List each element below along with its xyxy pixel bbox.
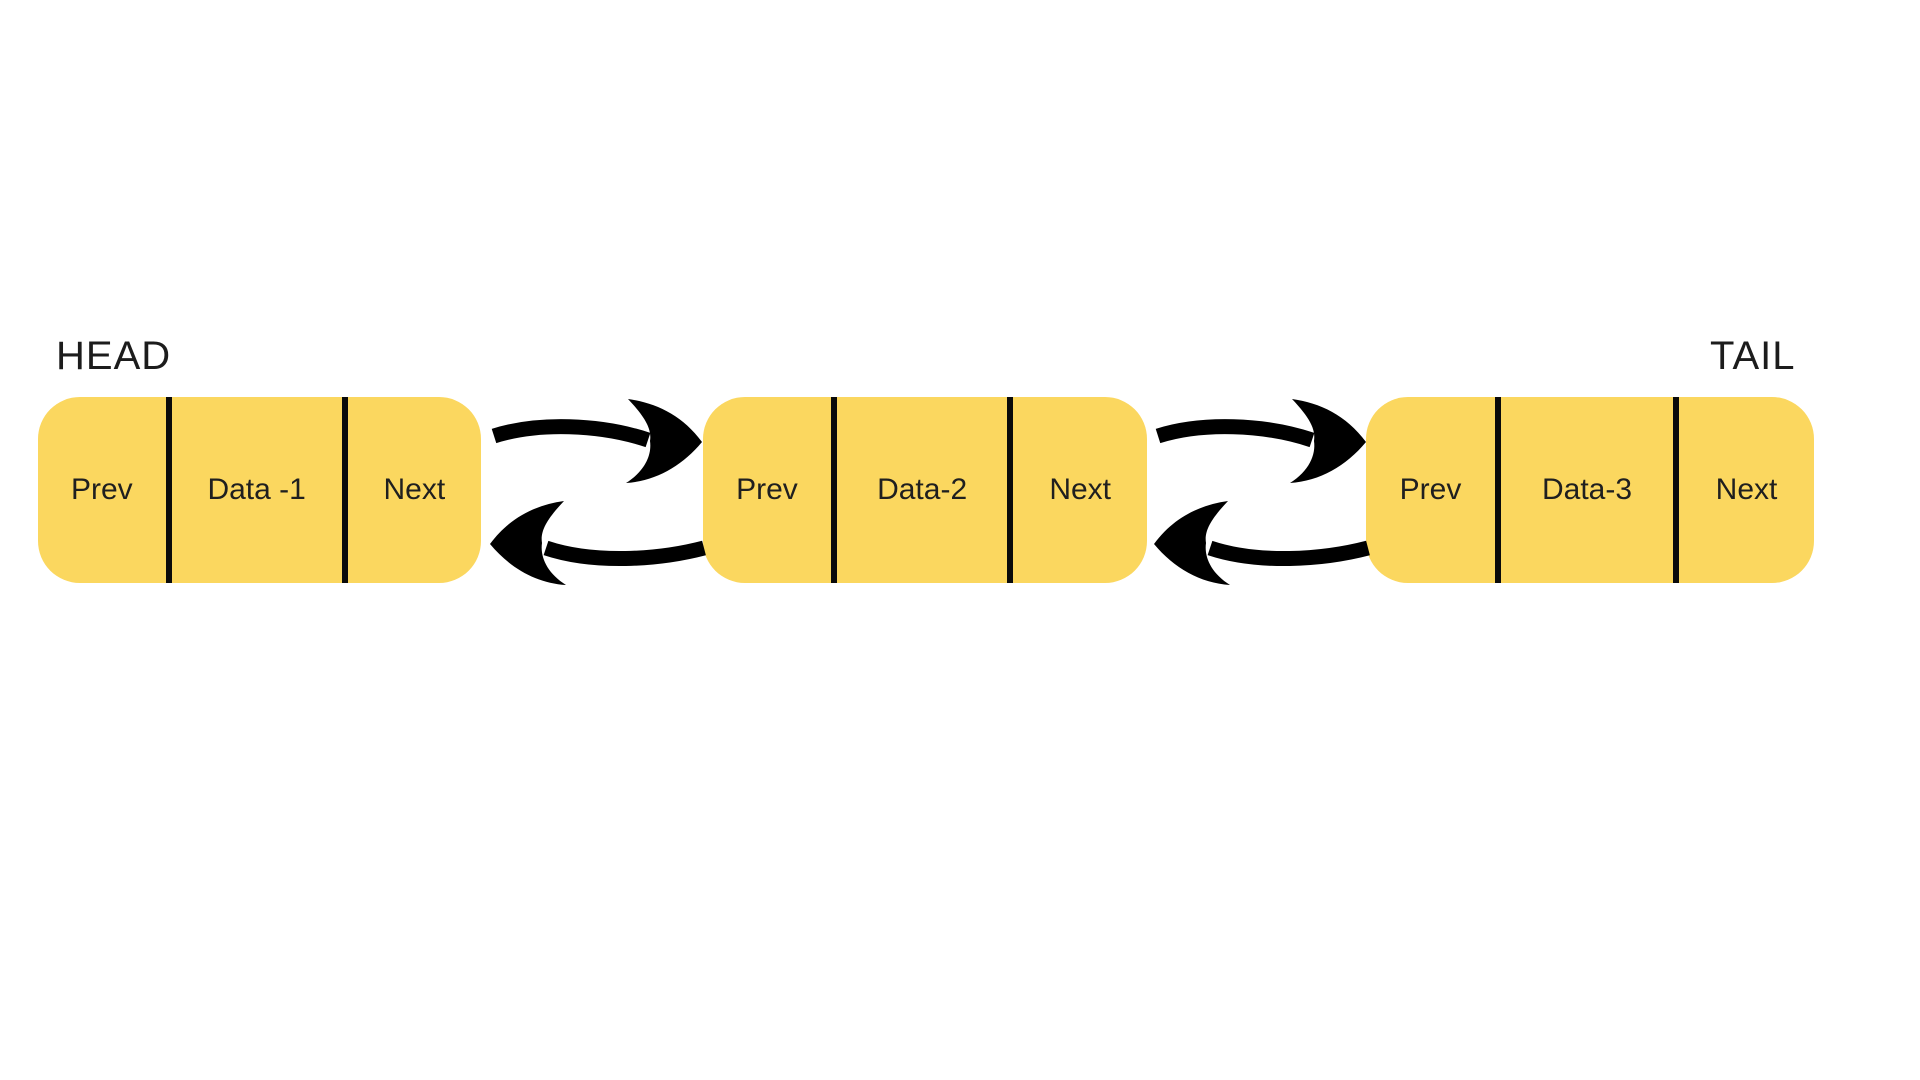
node-3: Prev Data-3 Next	[1366, 397, 1814, 583]
cell-divider	[341, 397, 348, 583]
prev-pointer-arrow-icon	[1154, 501, 1370, 585]
node-1-prev-cell: Prev	[70, 473, 133, 506]
cell-divider	[1673, 397, 1680, 583]
node-1-next-cell: Next	[383, 473, 446, 506]
prev-pointer-arrow-icon	[490, 501, 706, 585]
cell-divider	[830, 397, 837, 583]
arrow-pair-node2-node3	[1154, 399, 1370, 585]
next-pointer-arrow-icon	[1155, 399, 1366, 483]
node-2-data-cell: Data-2	[877, 473, 968, 506]
cell-divider	[1007, 397, 1014, 583]
arrow-pair-node1-node2	[490, 399, 706, 585]
node-2: Prev Data-2 Next	[703, 397, 1147, 583]
node-3-data-cell: Data-3	[1542, 473, 1633, 506]
node-1: Prev Data -1 Next	[38, 397, 481, 583]
cell-divider	[165, 397, 172, 583]
node-3-next-cell: Next	[1715, 473, 1778, 506]
node-2-prev-cell: Prev	[736, 473, 798, 506]
cell-divider	[1495, 397, 1502, 583]
node-1-data-cell: Data -1	[207, 473, 306, 506]
tail-label: TAIL	[1710, 334, 1796, 378]
head-label: HEAD	[56, 334, 172, 378]
node-2-next-cell: Next	[1049, 473, 1112, 506]
node-3-prev-cell: Prev	[1399, 473, 1462, 506]
next-pointer-arrow-icon	[491, 399, 702, 483]
